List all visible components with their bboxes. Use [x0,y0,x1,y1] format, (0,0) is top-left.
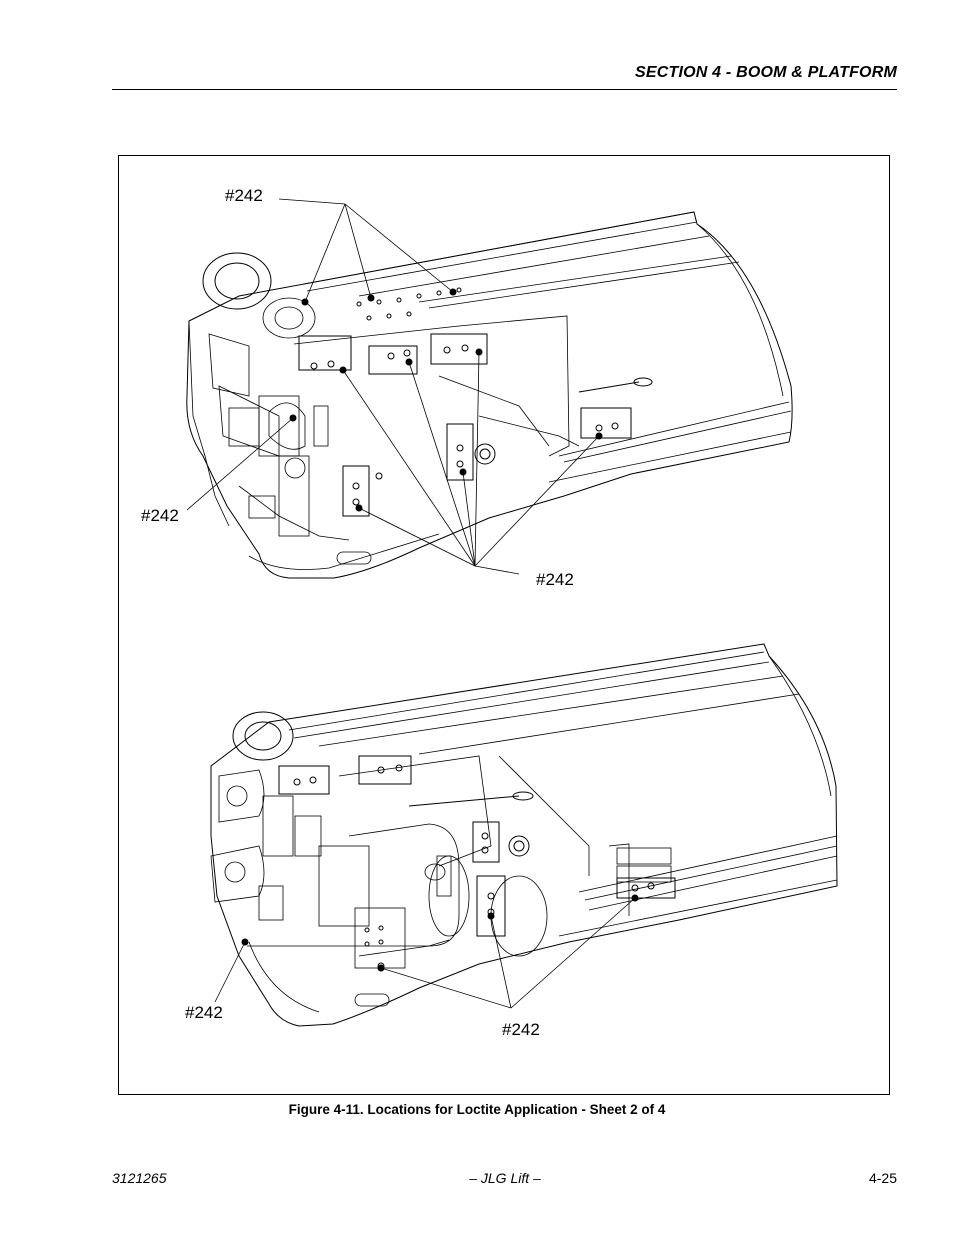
upper-boom-outline [186,211,793,579]
callout-bottom-left: #242 [185,1003,223,1022]
lower-boom-outline [210,643,838,1027]
lower-boom-assembly [210,643,838,1027]
footer-page-number: 4-25 [868,1170,897,1186]
callout-top-right: #242 [536,570,574,589]
footer-publisher: – JLG Lift – [469,1170,541,1186]
callout-top-left: #242 [141,506,179,525]
header-rule [112,89,897,90]
figure-caption: Figure 4-11. Locations for Loctite Appli… [288,1102,666,1117]
upper-boom-assembly [186,198,793,579]
section-header: SECTION 4 - BOOM & PLATFORM [635,64,897,81]
footer-doc-number: 3121265 [112,1170,167,1186]
callout-top-upper: #242 [225,186,263,205]
figure-frame: #242 #242 #242 #242 #242 [118,155,890,1095]
boom-drawing [186,198,838,1027]
callout-bottom-right: #242 [502,1020,540,1039]
